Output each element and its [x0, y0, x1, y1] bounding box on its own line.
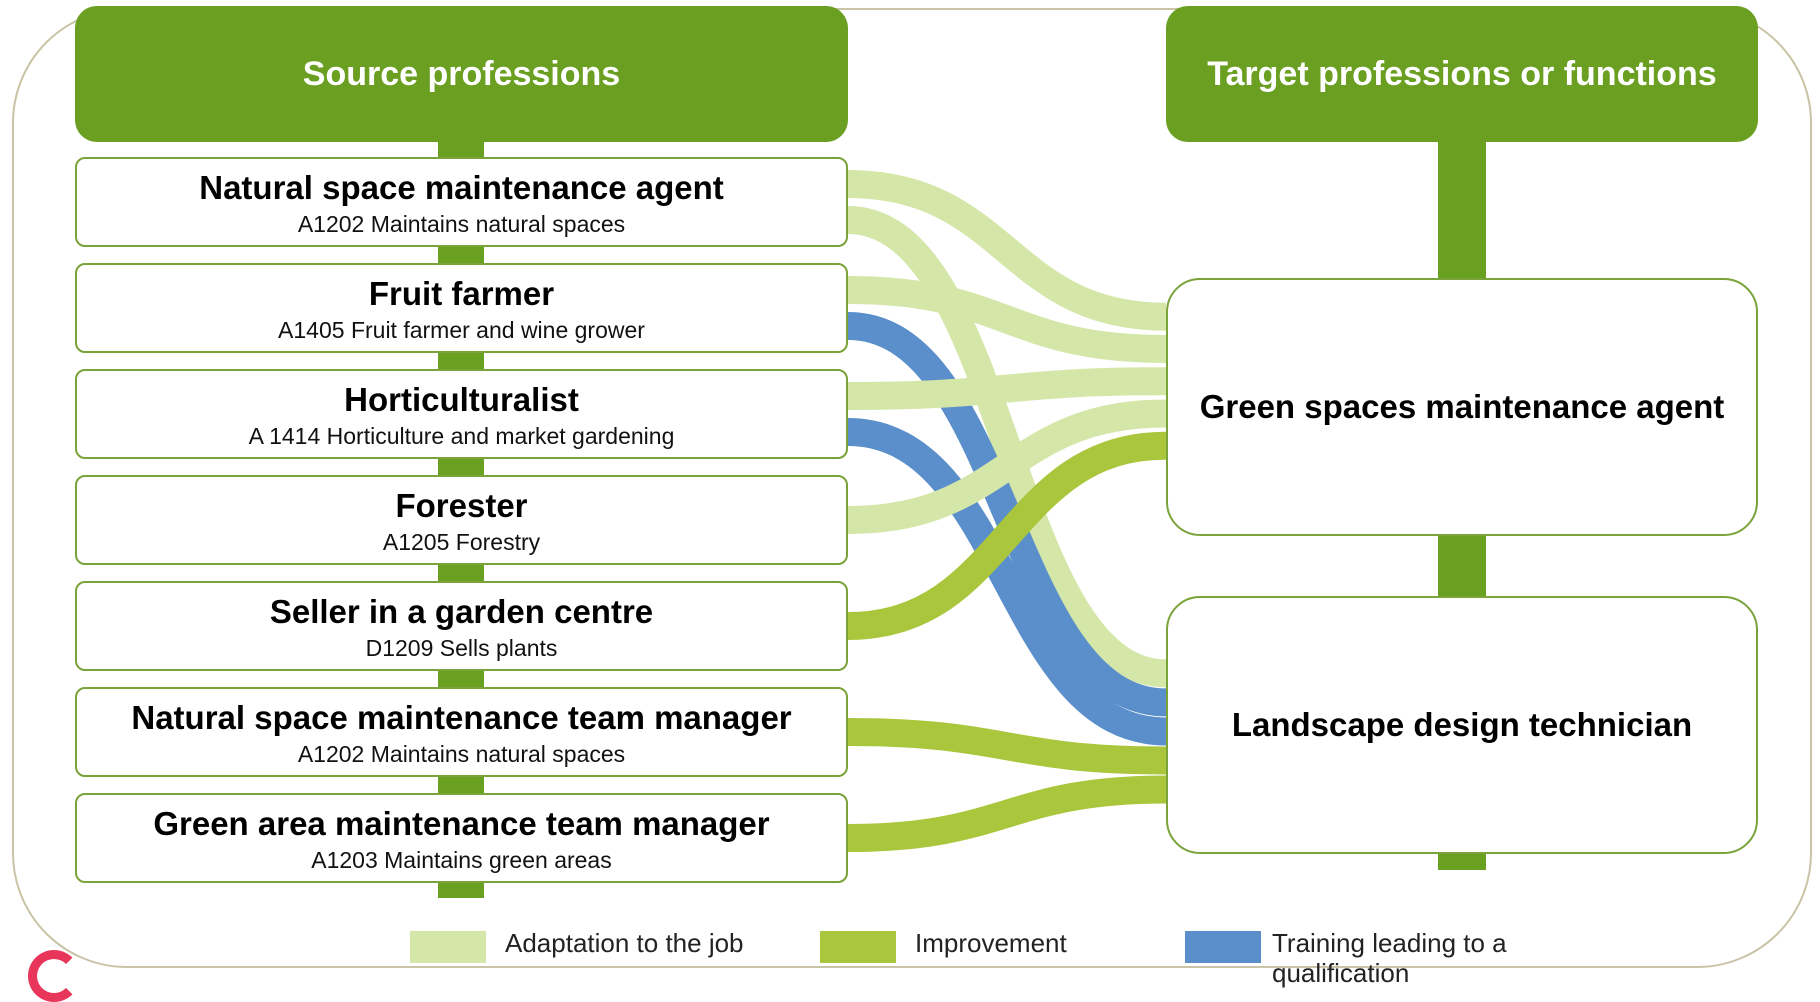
legend-swatch-improvement	[820, 931, 896, 963]
source-code: A 1414 Horticulture and market gardening	[248, 423, 675, 449]
target-box: Green spaces maintenance agent	[1166, 278, 1758, 536]
source-box: Forester A1205 Forestry	[75, 475, 848, 565]
link-adaptation-s3-t0	[847, 399, 1167, 534]
source-title: Fruit farmer	[368, 275, 555, 312]
source-box: Green area maintenance team manager A120…	[75, 793, 848, 883]
target-title: Green spaces maintenance agent	[1199, 388, 1725, 425]
legend-label-improvement: Improvement	[915, 928, 1067, 958]
source-code: A1405 Fruit farmer and wine grower	[278, 317, 645, 343]
source-code: D1209 Sells plants	[365, 635, 558, 661]
source-title: Natural space maintenance agent	[199, 169, 724, 206]
legend-swatch-adaptation	[410, 931, 486, 963]
source-code: A1202 Maintains natural spaces	[297, 211, 626, 237]
source-box: Natural space maintenance agent A1202 Ma…	[75, 157, 848, 247]
source-title: Horticulturalist	[344, 381, 579, 418]
source-box: Natural space maintenance team manager A…	[75, 687, 848, 777]
link-improvement-s5-t1	[847, 718, 1167, 775]
link-adaptation-s0-t0	[847, 170, 1167, 331]
source-title: Green area maintenance team manager	[153, 805, 770, 842]
legend-label-training: Training leading to a qualification	[1272, 928, 1507, 988]
source-title: Seller in a garden centre	[269, 593, 654, 630]
source-box: Seller in a garden centre D1209 Sells pl…	[75, 581, 848, 671]
link-training-s1-t1	[847, 312, 1167, 717]
legend-label-adaptation: Adaptation to the job	[505, 928, 744, 958]
brand-logo-icon	[28, 950, 80, 1002]
target-header: Target professions or functions	[1166, 6, 1758, 142]
legend-swatch-training	[1185, 931, 1261, 963]
source-code: A1205 Forestry	[382, 529, 541, 555]
source-code: A1202 Maintains natural spaces	[297, 741, 626, 767]
link-training-s2-t1	[847, 418, 1167, 746]
outer-frame	[12, 8, 1812, 968]
source-box: Horticulturalist A 1414 Horticulture and…	[75, 369, 848, 459]
source-title: Forester	[395, 487, 528, 524]
source-header-label: Source professions	[302, 54, 621, 93]
source-box: Fruit farmer A1405 Fruit farmer and wine…	[75, 263, 848, 353]
target-title: Landscape design technician	[1231, 706, 1693, 743]
link-improvement-s6-t1	[847, 775, 1167, 852]
target-box: Landscape design technician	[1166, 596, 1758, 854]
source-header: Source professions	[75, 6, 848, 142]
link-adaptation-s0-t1	[847, 206, 1167, 688]
source-title: Natural space maintenance team manager	[131, 699, 792, 736]
link-improvement-s4-t0	[847, 431, 1167, 640]
link-adaptation-s1-t0	[847, 276, 1167, 363]
link-adaptation-s2-t0	[847, 367, 1167, 410]
target-header-label: Target professions or functions	[1207, 54, 1717, 93]
source-code: A1203 Maintains green areas	[311, 847, 612, 873]
